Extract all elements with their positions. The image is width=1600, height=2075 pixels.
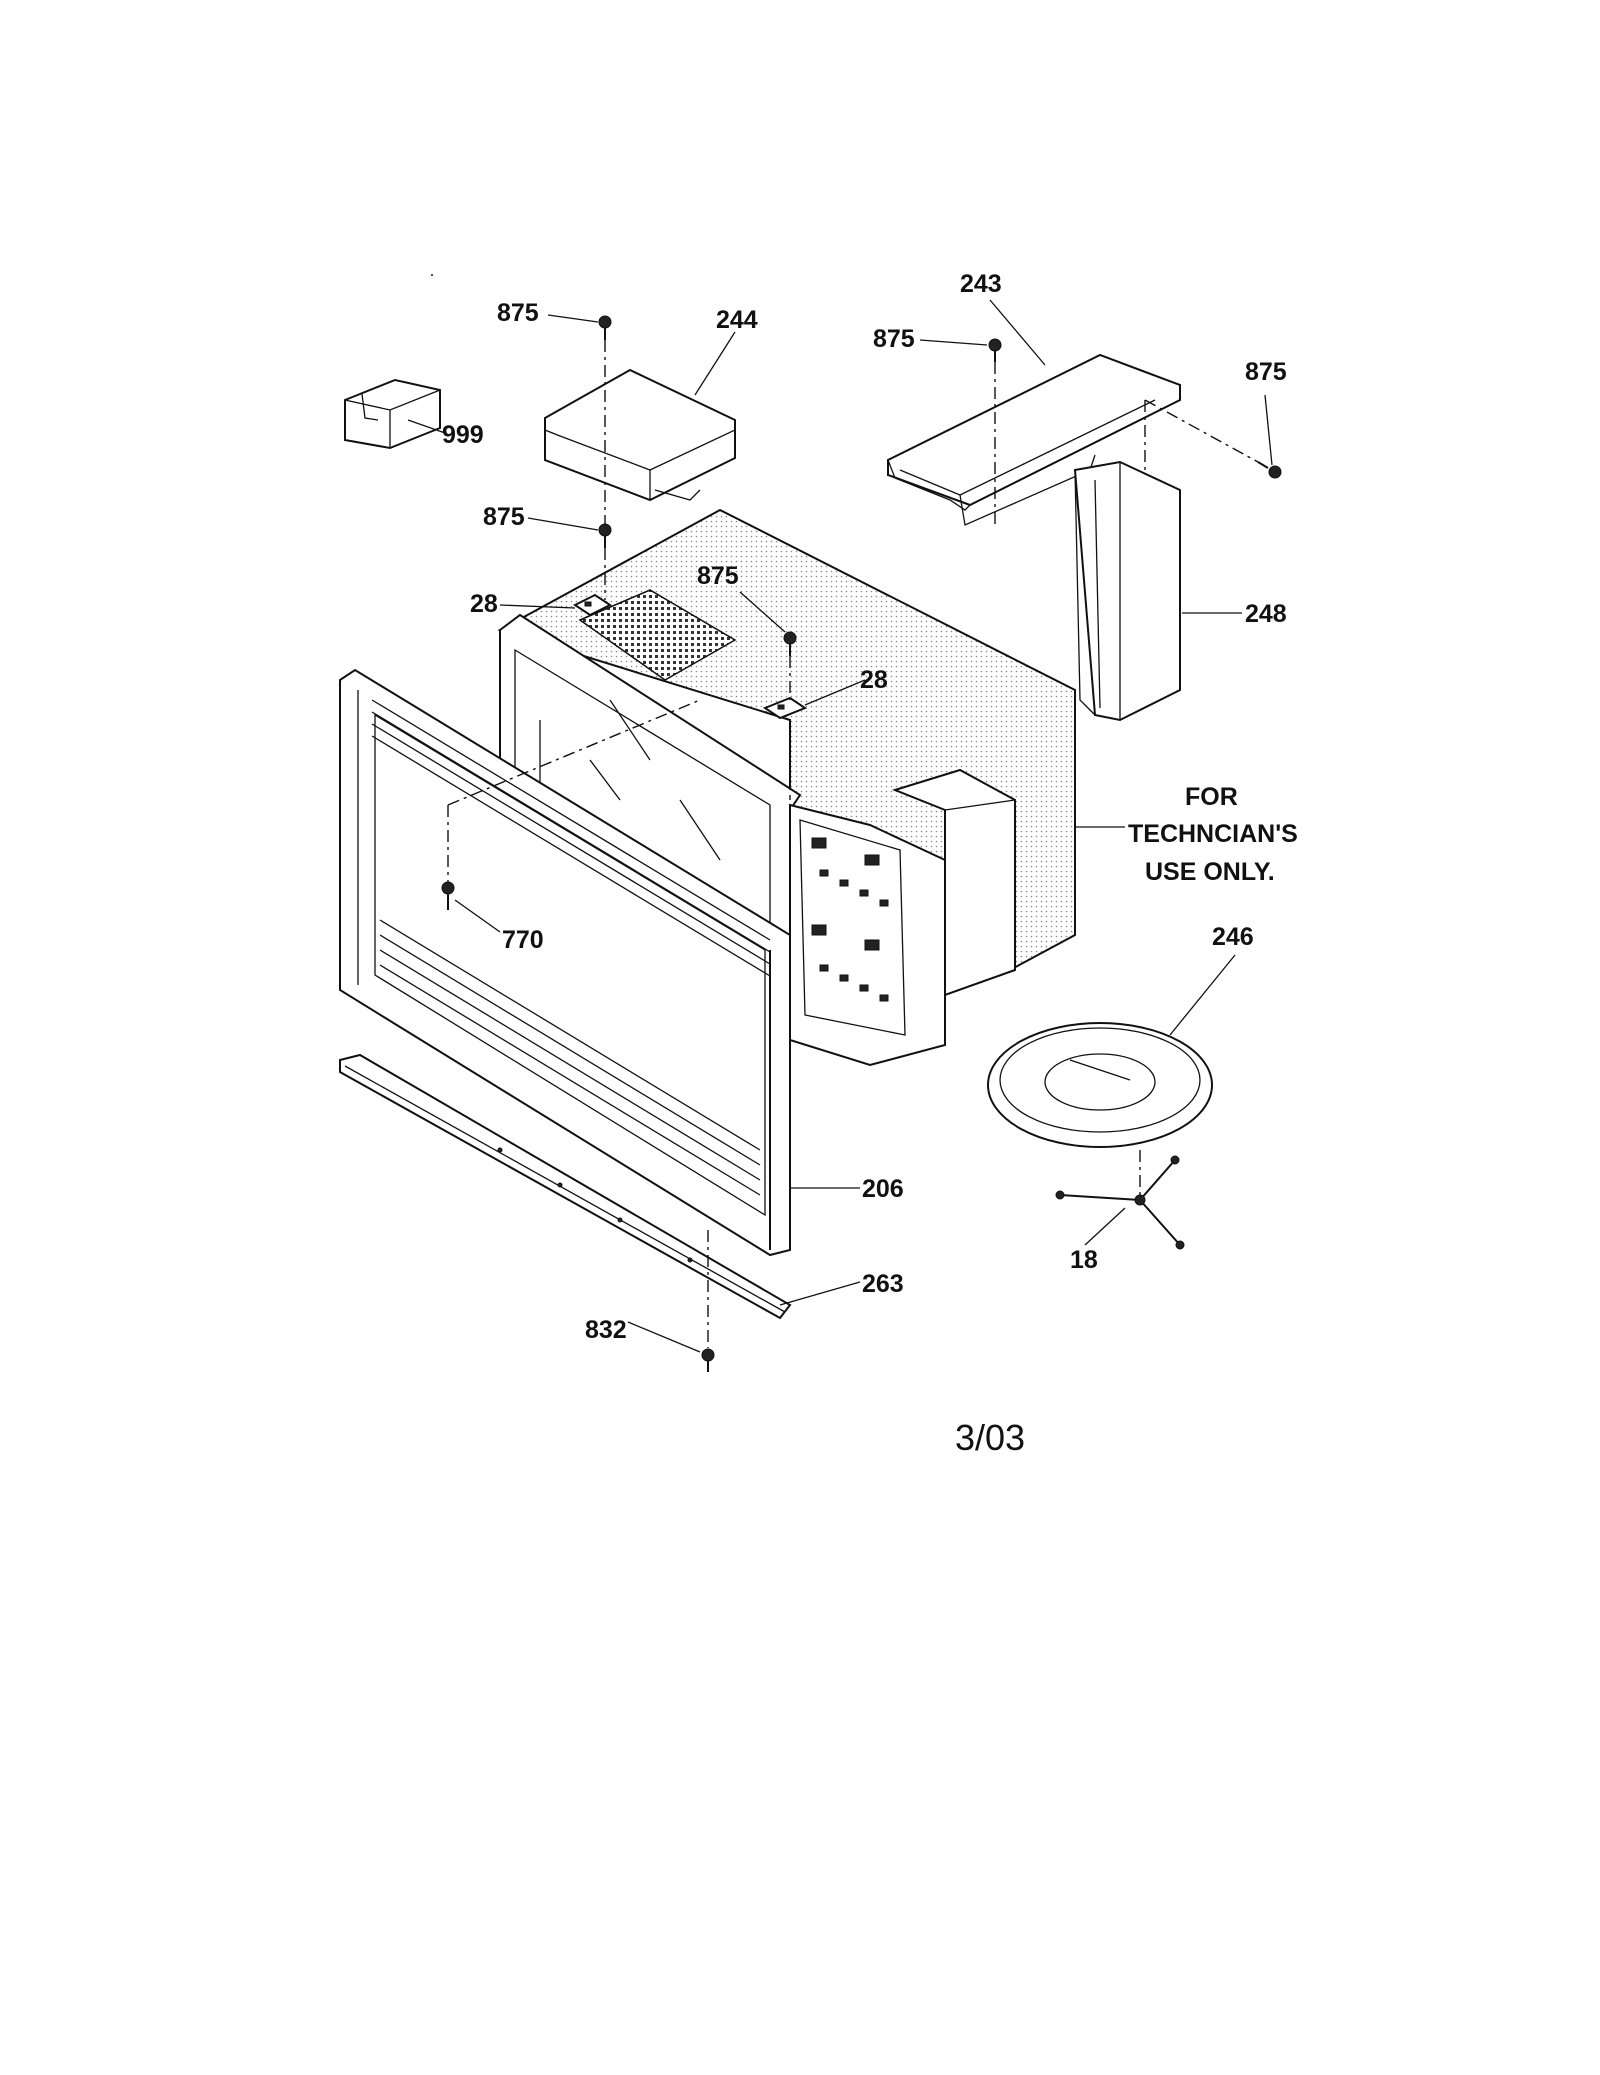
- assembly-lines: [447, 340, 1259, 1348]
- callout-999: 999: [442, 421, 484, 449]
- callout-875: 875: [1245, 358, 1287, 386]
- part-206-trim-frame: [339, 668, 791, 1257]
- screw-875-icon: [598, 523, 612, 548]
- screw-770-icon: [441, 881, 455, 910]
- part-246-turntable: [987, 1022, 1213, 1148]
- part-243-cover: [887, 353, 1181, 526]
- revision-date: 3/03: [955, 1417, 1025, 1458]
- technician-note: FOR TECHNCIAN'S USE ONLY.: [1128, 783, 1298, 886]
- part-28-bracket-right: [762, 696, 808, 720]
- note-line-2: TECHNCIAN'S: [1128, 820, 1298, 848]
- callout-875: 875: [483, 503, 525, 531]
- part-28-bracket-left: [573, 593, 612, 617]
- part-248-panel: [1073, 460, 1181, 722]
- part-244-cover: [544, 368, 736, 502]
- callout-18: 18: [1070, 1246, 1098, 1274]
- part-263-trim-strip: [339, 1053, 792, 1320]
- callout-246: 246: [1212, 923, 1254, 951]
- screw-875-icon: [1257, 461, 1282, 479]
- screw-875-icon: [783, 631, 797, 656]
- callout-263: 263: [862, 1270, 904, 1298]
- callout-770: 770: [502, 926, 544, 954]
- part-18-roller-support: [1055, 1155, 1185, 1250]
- callout-243: 243: [960, 270, 1002, 298]
- leader-lines: [407, 299, 1273, 1353]
- callout-875: 875: [697, 562, 739, 590]
- part-999-box: [344, 378, 441, 450]
- screw-875-icon: [598, 315, 612, 340]
- callout-248: 248: [1245, 600, 1287, 628]
- callout-244: 244: [716, 306, 758, 334]
- screw-832-icon: [701, 1348, 715, 1372]
- note-line-1: FOR: [1185, 783, 1238, 811]
- callout-875: 875: [873, 325, 915, 353]
- callout-28: 28: [860, 666, 888, 694]
- screw-875-icon: [988, 338, 1002, 362]
- callout-206: 206: [862, 1175, 904, 1203]
- control-panel-buttons: [811, 837, 889, 1002]
- callout-28: 28: [470, 590, 498, 618]
- callout-875: 875: [497, 299, 539, 327]
- callout-832: 832: [585, 1316, 627, 1344]
- note-line-3: USE ONLY.: [1145, 858, 1275, 886]
